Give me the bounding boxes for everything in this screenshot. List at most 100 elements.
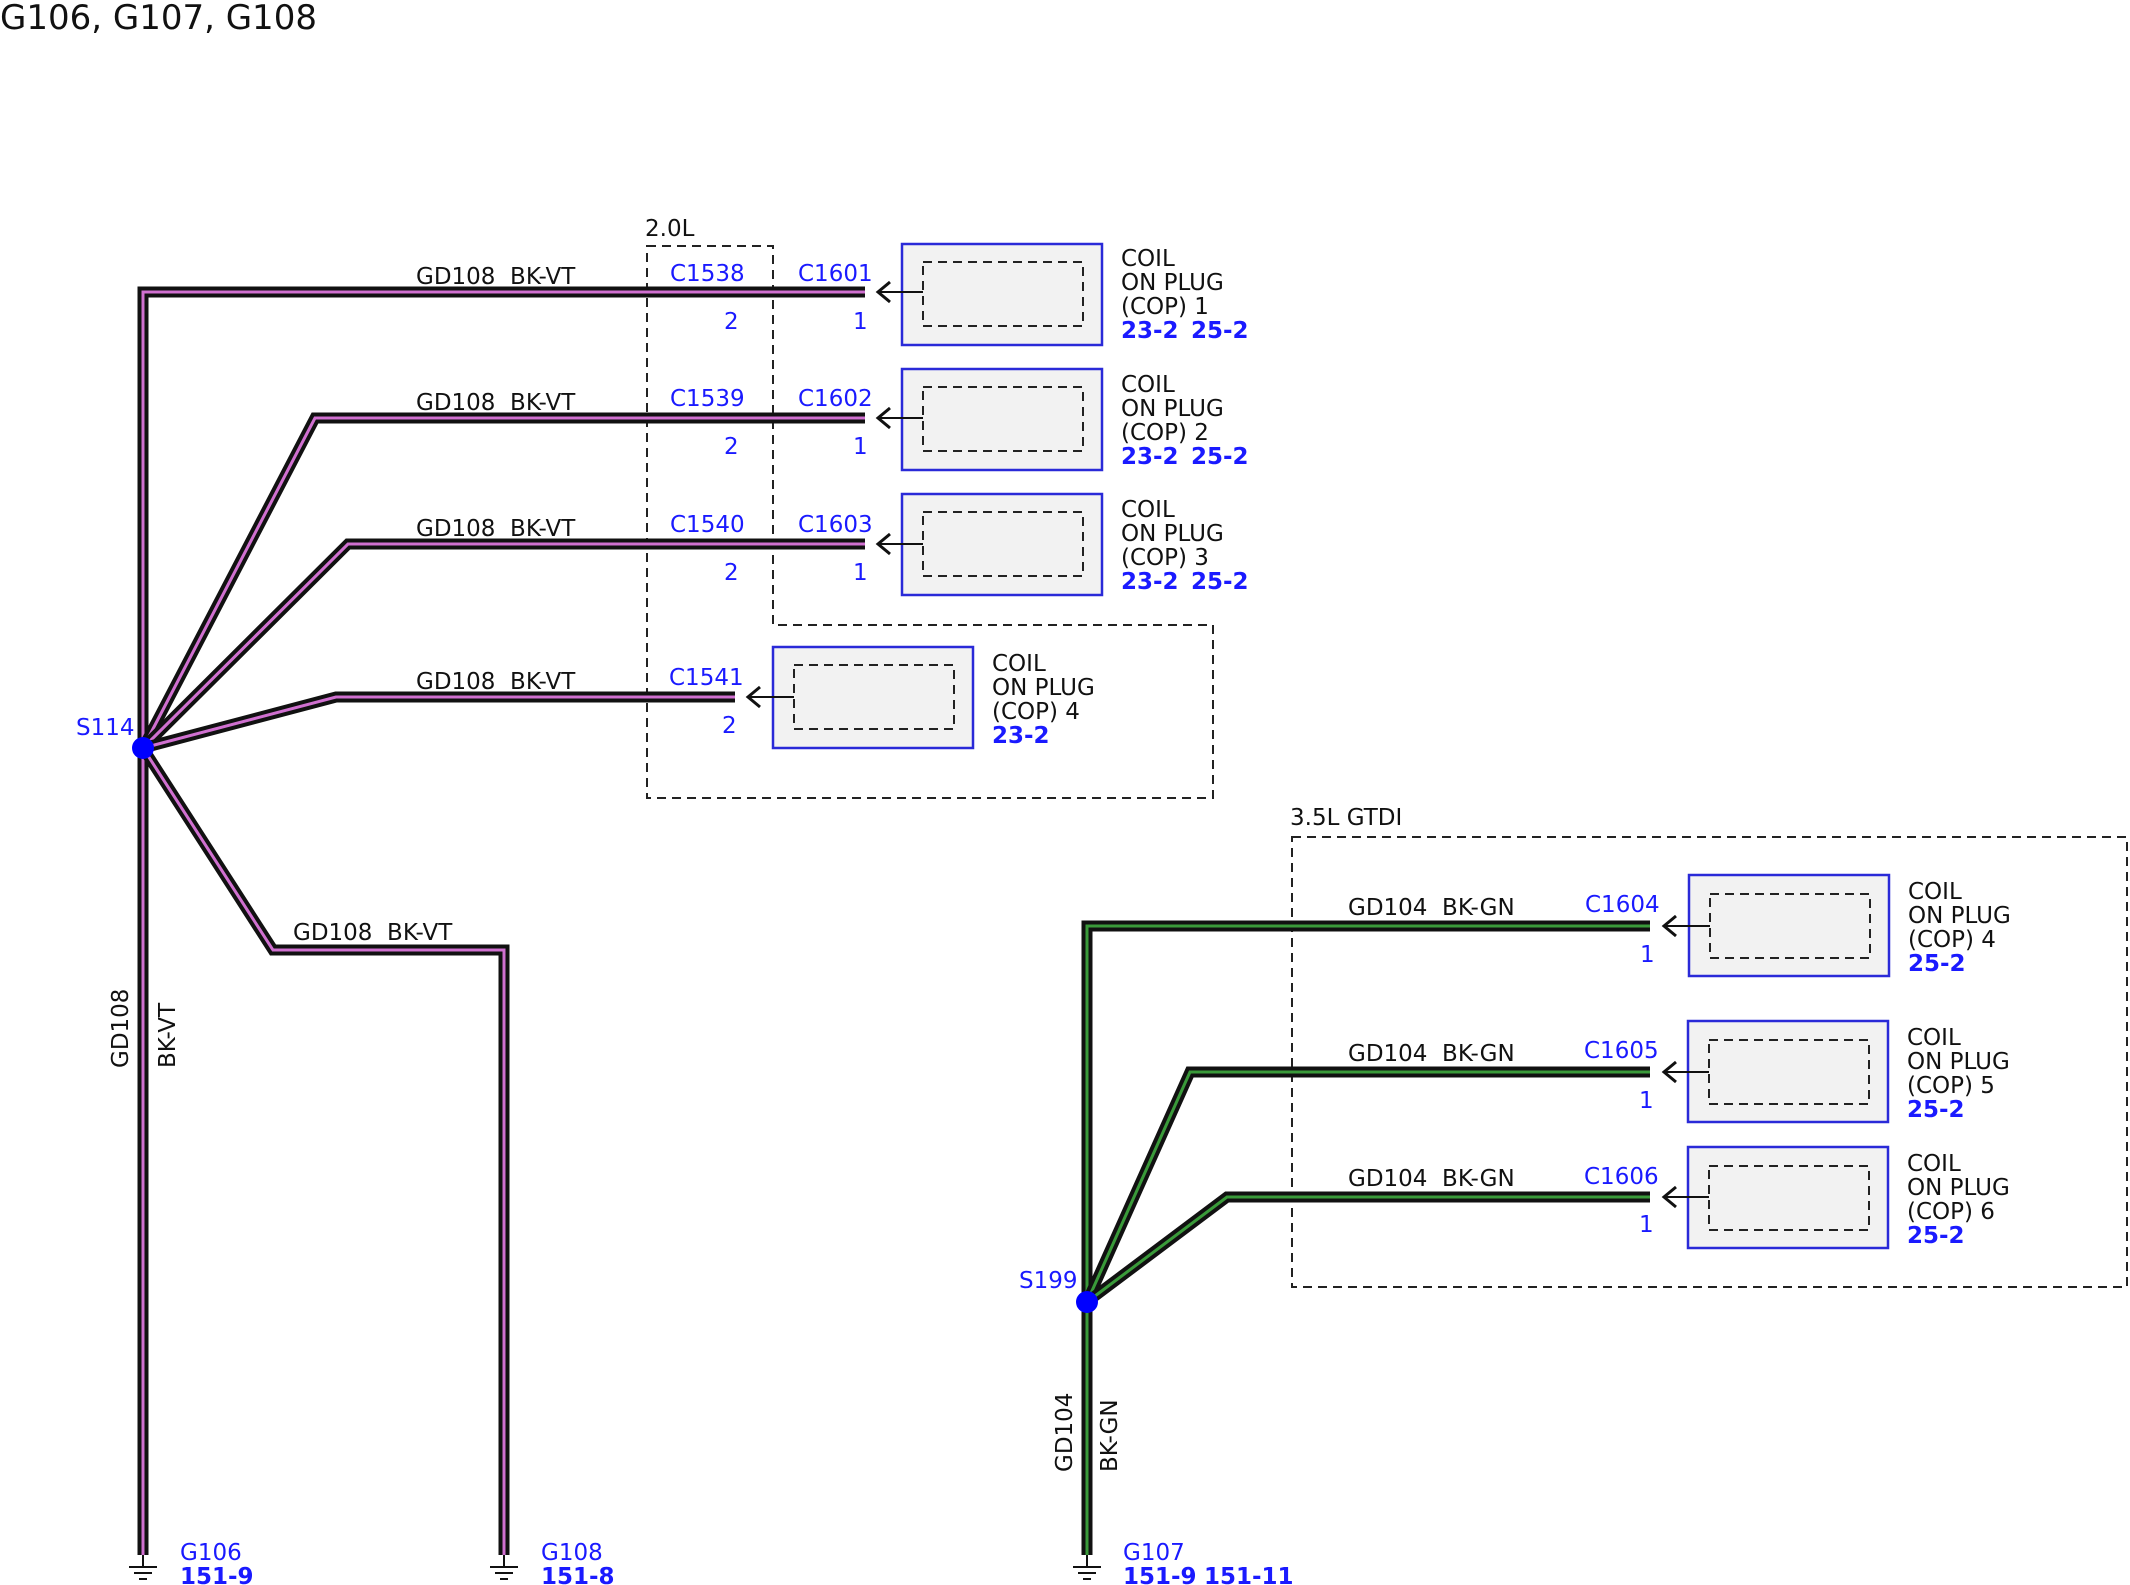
svg-text:(COP) 2: (COP) 2	[1121, 420, 1209, 446]
wire-label: GD104 BK-GN	[1348, 895, 1515, 921]
connector-pin: 1	[1640, 942, 1655, 968]
coil-label-cop1: COIL ON PLUG (COP) 1 23-2 25-2	[1121, 246, 1249, 344]
svg-text:ON PLUG: ON PLUG	[1907, 1175, 2010, 1201]
wire-label: GD104 BK-GN	[1348, 1166, 1515, 1192]
svg-text:COIL: COIL	[1121, 246, 1175, 272]
connector-c1539[interactable]: C1539	[670, 386, 745, 412]
ground-g106[interactable]: G106	[180, 1540, 242, 1566]
ground-g107[interactable]: G107	[1123, 1540, 1185, 1566]
group-label-3.5l-gtdi: 3.5L GTDI	[1290, 805, 1402, 831]
wire-label-vertical: BK-VT	[155, 1002, 181, 1068]
svg-text:ON PLUG: ON PLUG	[1121, 521, 1224, 547]
ref-link[interactable]: 151-9	[1123, 1564, 1197, 1585]
wire-gd104-cop6	[1083, 1191, 1650, 1307]
coil-label-cop4-3.5l: COIL ON PLUG (COP) 4 25-2	[1908, 879, 2011, 977]
coil-component[interactable]	[745, 645, 975, 750]
coil-component[interactable]	[875, 492, 1104, 597]
svg-text:COIL: COIL	[1907, 1151, 1961, 1177]
wire-gd104-cop4	[1081, 920, 1650, 1555]
svg-text:COIL: COIL	[992, 651, 1046, 677]
coil-component[interactable]	[1661, 873, 1891, 978]
coil-component[interactable]	[875, 367, 1104, 472]
wire-gd108-g108	[138, 745, 510, 1555]
svg-text:(COP) 3: (COP) 3	[1121, 545, 1209, 571]
splice-s114[interactable]	[132, 737, 154, 759]
splice-label-s114[interactable]: S114	[76, 715, 135, 741]
svg-text:ON PLUG: ON PLUG	[992, 675, 1095, 701]
connector-c1538[interactable]: C1538	[670, 261, 745, 287]
svg-text:COIL: COIL	[1908, 879, 1962, 905]
ref-link[interactable]: 23-2	[1121, 569, 1179, 595]
wire-label: GD108 BK-VT	[293, 920, 453, 946]
connector-pin: 2	[722, 713, 737, 739]
connector-pin: 1	[853, 309, 868, 335]
wire-label: GD108 BK-VT	[416, 264, 576, 290]
connector-pin: 1	[853, 560, 868, 586]
group-label-2.0l: 2.0L	[645, 216, 695, 242]
coil-label-cop6: COIL ON PLUG (COP) 6 25-2	[1907, 1151, 2010, 1249]
svg-text:ON PLUG: ON PLUG	[1908, 903, 2011, 929]
connector-c1606[interactable]: C1606	[1584, 1164, 1659, 1190]
wire-gd108-cop4	[141, 691, 735, 754]
ground-symbol-g108	[490, 1555, 518, 1580]
connector-c1541[interactable]: C1541	[669, 665, 744, 691]
wire-gd108-cop2	[138, 412, 865, 751]
ref-link[interactable]: 25-2	[1907, 1097, 1965, 1123]
connector-c1604[interactable]: C1604	[1585, 892, 1660, 918]
svg-text:(COP) 1: (COP) 1	[1121, 294, 1209, 320]
coil-label-cop4-2.0l: COIL ON PLUG (COP) 4 23-2	[992, 651, 1095, 749]
group-box-3.5l-gtdi	[1291, 836, 2128, 1288]
ref-link[interactable]: 25-2	[1191, 444, 1249, 470]
connector-c1602[interactable]: C1602	[798, 386, 873, 412]
coil-component[interactable]	[875, 242, 1104, 347]
coil-component[interactable]	[1661, 1019, 1890, 1124]
connector-pin: 2	[724, 309, 739, 335]
connector-pin: 2	[724, 560, 739, 586]
coil-label-cop2: COIL ON PLUG (COP) 2 23-2 25-2	[1121, 372, 1249, 470]
ref-link[interactable]: 23-2	[1121, 444, 1179, 470]
ref-link[interactable]: 151-11	[1204, 1564, 1294, 1585]
svg-text:(COP) 6: (COP) 6	[1907, 1199, 1995, 1225]
splice-s199[interactable]	[1076, 1291, 1098, 1313]
connector-pin: 1	[1639, 1212, 1654, 1238]
coil-label-cop3: COIL ON PLUG (COP) 3 23-2 25-2	[1121, 497, 1249, 595]
svg-text:COIL: COIL	[1121, 372, 1175, 398]
connector-c1605[interactable]: C1605	[1584, 1038, 1659, 1064]
wire-gd104-cop5	[1081, 1066, 1650, 1305]
ref-link[interactable]: 25-2	[1908, 951, 1966, 977]
ground-g108[interactable]: G108	[541, 1540, 603, 1566]
connector-pin: 1	[1639, 1088, 1654, 1114]
wire-label: GD108 BK-VT	[416, 390, 576, 416]
ref-link[interactable]: 151-9	[180, 1564, 254, 1585]
ref-link[interactable]: 151-8	[541, 1564, 615, 1585]
svg-text:(COP) 5: (COP) 5	[1907, 1073, 1995, 1099]
connector-c1601[interactable]: C1601	[798, 261, 873, 287]
ref-link[interactable]: 25-2	[1907, 1223, 1965, 1249]
connector-c1540[interactable]: C1540	[670, 512, 745, 538]
coil-component[interactable]	[1661, 1145, 1890, 1250]
svg-text:(COP) 4: (COP) 4	[1908, 927, 1996, 953]
coil-label-cop5: COIL ON PLUG (COP) 5 25-2	[1907, 1025, 2010, 1123]
wire-label: GD108 BK-VT	[416, 516, 576, 542]
wire-label-vertical: BK-GN	[1097, 1399, 1123, 1472]
splice-label-s199[interactable]: S199	[1019, 1268, 1078, 1294]
svg-text:ON PLUG: ON PLUG	[1121, 270, 1224, 296]
page-title: G106, G107, G108	[0, 0, 317, 38]
wire-label-vertical: GD108	[108, 989, 134, 1068]
connector-pin: 2	[724, 434, 739, 460]
svg-text:COIL: COIL	[1907, 1025, 1961, 1051]
ref-link[interactable]: 25-2	[1191, 318, 1249, 344]
connector-c1603[interactable]: C1603	[798, 512, 873, 538]
svg-text:COIL: COIL	[1121, 497, 1175, 523]
ref-link[interactable]: 23-2	[1121, 318, 1179, 344]
ground-symbol-g107	[1073, 1555, 1101, 1580]
wire-label: GD108 BK-VT	[416, 669, 576, 695]
ref-link[interactable]: 25-2	[1191, 569, 1249, 595]
group-box-2.0l	[646, 245, 1214, 799]
ground-symbol-g106	[129, 1555, 157, 1580]
svg-text:ON PLUG: ON PLUG	[1907, 1049, 2010, 1075]
svg-text:(COP) 4: (COP) 4	[992, 699, 1080, 725]
ref-link[interactable]: 23-2	[992, 723, 1050, 749]
connector-pin: 1	[853, 434, 868, 460]
svg-text:ON PLUG: ON PLUG	[1121, 396, 1224, 422]
